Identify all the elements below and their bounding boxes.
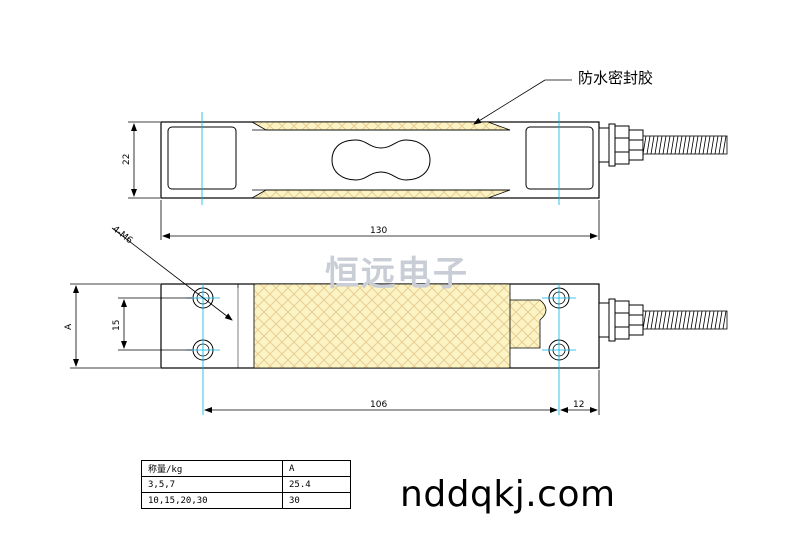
sealant-strip-top [250,121,511,131]
length-dim-label: 130 [370,226,387,236]
mount-pad-right [525,126,594,190]
watermark-text: 恒远电子 [325,254,469,294]
height-dim-label: 22 [122,154,132,165]
dumbbell-cutout [331,139,431,181]
sealant-strip-bottom [250,189,511,199]
table-header-cell: 称量/kg [141,460,283,477]
table-row: 10,15,20,30 30 [141,492,351,509]
table-header-row: 称量/kg A [141,460,351,477]
spacing-dim-label: 15 [112,320,122,331]
sealant-area [253,283,547,369]
cable-gland-icon [598,298,644,342]
website-url: nddqkj.com [400,474,616,515]
cable-gland-icon [598,123,644,167]
a-dim-label: A [64,323,74,330]
table-cell: 25.4 [282,476,351,493]
table-cell: 30 [282,492,351,509]
top-view: 22 130 [122,79,728,240]
cable-icon [642,310,728,330]
bottom-view: 4-M6 A 15 106 12 [64,224,728,415]
table-cell: 3,5,7 [141,476,283,493]
sealant-callout-label: 防水密封胶 [578,69,654,87]
hole-dim-label: 4-M6 [110,224,134,246]
hole-span-dim-label: 106 [370,400,387,410]
table-cell: 10,15,20,30 [141,492,283,509]
cable-icon [642,135,728,155]
load-cell-body-top [160,121,600,199]
end-offset-dim-label: 12 [573,400,584,410]
table-header-cell: A [282,460,351,477]
hole-leader [111,227,233,321]
spec-table: 称量/kg A 3,5,7 25.4 10,15,20,30 30 [141,460,351,509]
table-row: 3,5,7 25.4 [141,476,351,493]
